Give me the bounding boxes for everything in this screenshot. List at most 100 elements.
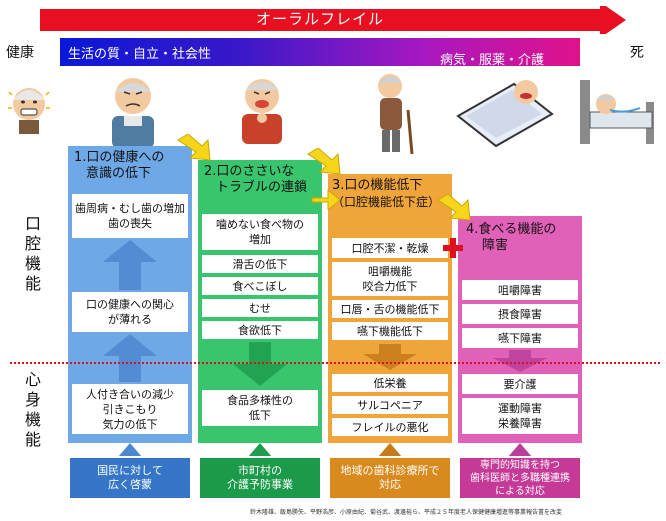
walking-cane-elderly-icon (378, 74, 414, 155)
column-4-oral-item-1: 咀嚼障害 (462, 280, 578, 300)
oral-char-1: 口 (24, 214, 41, 233)
column-2-body-line-2: 低下 (249, 409, 271, 422)
band-right-text: 病気・服薬・介護 (440, 53, 545, 68)
oral-char-2: 腔 (24, 234, 41, 253)
column-4-body-item-2: 運動障害 栄養障害 (462, 398, 578, 434)
oral-char-3: 機 (24, 254, 41, 273)
column-2-oral-item-5-text: 食欲低下 (238, 323, 282, 337)
band-left-text: 生活の質・自立・社会性 (68, 47, 212, 62)
worried-elderly-icon (112, 78, 154, 148)
column-1-body-line-3: 気力の低下 (102, 417, 158, 431)
sick-in-bed-icon (456, 80, 554, 148)
column-1-mid-line-2: が薄れる (108, 313, 152, 326)
column-3-body-item-1: 低栄養 (332, 374, 448, 392)
column-3-oral-item-3: 口唇・舌の機能低下 (332, 300, 448, 318)
arrow-up-icon (103, 240, 157, 290)
column-4-body-item-1: 要介護 (462, 374, 578, 394)
column-2-bottom-box: 市町村の 介護予防事業 (198, 456, 322, 500)
column-4-bottom-box: 専門的知識を持つ 歯科医師と多職種連携 による対応 (458, 456, 582, 500)
column-2-body-line-1: 食品多様性の (227, 394, 293, 407)
column-1-body-line-1: 人付き合いの減少 (86, 387, 174, 401)
arrow-diagonal-icon (177, 134, 211, 161)
arrow-up-icon (508, 443, 532, 457)
column-4-body-item-1-text: 要介護 (503, 377, 537, 391)
column-1-oral-item-1: 歯周病・むし歯の増加 (75, 202, 185, 215)
column-4-heading-line-1: 4.食べる機能の (466, 222, 557, 237)
column-3-oral-item-1-text: 口腔不潔・乾燥 (351, 241, 429, 255)
column-1-body-box: 人付き合いの減少 引きこもり 気力の低下 (72, 384, 188, 434)
source-credit: 鈴木隆雄、飯島勝矢、平野浩彦、小原由紀、菊谷武、渡邊裕ら、平成２５年度老人保健健… (250, 509, 563, 516)
mind-body-function-label: 心 身 機 能 (22, 370, 44, 450)
column-4-bottom-line-1: 専門的知識を持つ (480, 459, 560, 471)
plus-icon (443, 238, 463, 258)
column-2-oral-item-4: むせ (202, 299, 318, 317)
column-3-bottom-box: 地域の歯科診療所で 対応 (328, 456, 452, 500)
oral-frailty-arrow (40, 6, 626, 34)
column-2-oral-item-1-line-2: 増加 (249, 233, 271, 246)
column-3-oral-item-4: 嚥下機能低下 (332, 322, 448, 340)
mind-char-4: 能 (24, 430, 41, 449)
column-4-oral-item-3: 嚥下障害 (462, 328, 578, 348)
arrow-diagonal-icon (307, 148, 341, 175)
column-4-heading-line-2: 障害 (482, 238, 509, 253)
column-2-oral-item-4-text: むせ (249, 301, 271, 315)
arrow-up-icon (378, 443, 402, 457)
arrow-diagonal-icon (437, 194, 471, 221)
column-1-body-line-2: 引きこもり (102, 402, 158, 416)
column-3-oral-item-4-text: 嚥下機能低下 (357, 324, 423, 338)
life-quality-gradient-band (60, 38, 580, 66)
column-3-oral-item-1: 口腔不潔・乾燥 (332, 238, 448, 258)
column-4-bottom-line-3: による対応 (495, 485, 545, 497)
column-2-oral-item-2-text: 滑舌の低下 (232, 257, 288, 271)
column-4-heading: 4.食べる機能の 障害 (466, 222, 580, 254)
column-3-bottom-line-2: 対応 (379, 478, 401, 491)
column-2-bottom-line-1: 市町村の (238, 464, 282, 477)
column-1-oral-item-2: 歯の喪失 (108, 217, 152, 230)
column-2-heading-line-2: トラブルの連鎖 (216, 180, 308, 195)
oral-function-label: 口 腔 機 能 (22, 214, 44, 294)
arrow-down-icon (493, 350, 547, 372)
column-3-heading-line-1: 3.口の機能低下 (332, 178, 423, 193)
column-1-oral-box: 歯周病・むし歯の増加 歯の喪失 (72, 194, 188, 238)
mind-char-1: 心 (24, 370, 41, 389)
column-4-bottom-line-2: 歯科医師と多職種連携 (470, 472, 570, 484)
column-1-mid-line-1: 口の健康への関心 (86, 298, 174, 311)
column-3-heading-line-2: （口腔機能低下症） (332, 195, 441, 209)
column-2-oral-item-3: 食べこぼし (202, 277, 318, 295)
column-3-oral-item-2-line-1: 咀嚼機能 (368, 265, 412, 278)
column-3-body-item-3-text: フレイルの悪化 (351, 420, 429, 434)
smiling-elderly-icon (8, 88, 50, 134)
column-4-oral-item-2-text: 摂食障害 (498, 307, 542, 321)
mind-char-3: 機 (24, 410, 41, 429)
column-2-oral-item-1-line-1: 噛めない食べ物の (216, 218, 304, 231)
column-1-bottom-line-2: 広く啓蒙 (108, 478, 152, 491)
column-2-heading: 2.口のささいな トラブルの連鎖 (204, 164, 320, 196)
column-3-body-item-2-text: サルコペニア (357, 398, 423, 412)
column-4-body-item-2-line-2: 栄養障害 (498, 417, 542, 430)
oral-mind-divider (10, 362, 660, 364)
arrow-up-icon (118, 443, 142, 457)
death-label: 死 (630, 45, 644, 61)
column-3-body-item-1-text: 低栄養 (373, 376, 407, 390)
column-2-heading-line-1: 2.口のささいな (204, 164, 295, 179)
arrow-up-icon (103, 334, 157, 382)
column-3-oral-item-2-line-2: 咬合力低下 (362, 280, 418, 293)
column-3-body-item-2: サルコペニア (332, 396, 448, 414)
column-3-bottom-line-1: 地域の歯科診療所で (340, 464, 440, 477)
column-1-mid-box: 口の健康への関心 が薄れる (72, 292, 188, 332)
column-3-oral-item-3-text: 口唇・舌の機能低下 (340, 302, 440, 316)
oral-char-4: 能 (24, 274, 41, 293)
column-2-oral-item-2: 滑舌の低下 (202, 255, 318, 273)
column-4-body-item-2-line-1: 運動障害 (498, 402, 542, 415)
column-4-oral-item-2: 摂食障害 (462, 304, 578, 324)
column-1-heading: 1.口の健康への 意識の低下 (74, 150, 190, 182)
arrow-up-icon (248, 443, 272, 457)
arrow-down-icon (363, 344, 417, 370)
arrow-down-icon (233, 342, 287, 386)
column-4-oral-item-1-text: 咀嚼障害 (498, 283, 542, 297)
oral-frailty-title: オーラルフレイル (255, 10, 384, 28)
column-3-body-item-3: フレイルの悪化 (332, 418, 448, 436)
mind-char-2: 身 (24, 390, 41, 409)
eating-elderly-icon (242, 79, 282, 144)
column-2-body-box: 食品多様性の 低下 (202, 390, 318, 426)
